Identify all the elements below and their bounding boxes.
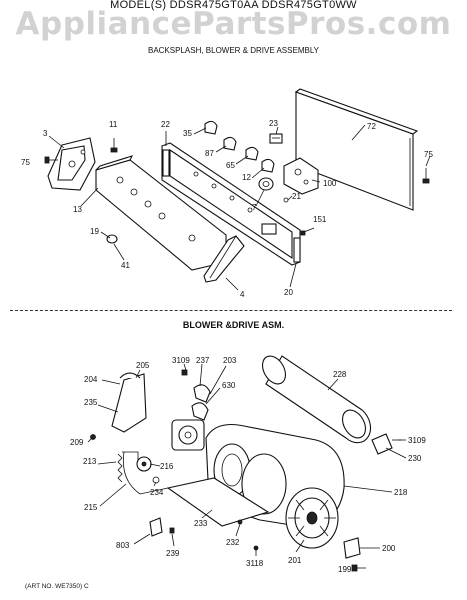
clip-65 [245, 146, 259, 161]
model-heading: MODEL(S) DDSR475GT0AA DDSR475GT0WW [110, 0, 357, 11]
lower-callouts: 205 204 235 3109 237 203 630 228 209 213… [70, 356, 426, 574]
callout-100: 100 [323, 179, 337, 188]
switch-230 [371, 433, 402, 455]
callout-3109-right: 3109 [408, 436, 426, 445]
screw-75-left [44, 156, 58, 164]
screw-3118 [253, 545, 259, 551]
duct-228 [261, 355, 372, 444]
idler-216 [136, 456, 152, 472]
clip-12 [261, 158, 275, 173]
lower-leader-lines [87, 363, 407, 556]
callout-213: 213 [83, 457, 97, 466]
callout-19: 19 [90, 227, 99, 236]
callout-234: 234 [150, 488, 164, 497]
callout-232: 232 [226, 538, 240, 547]
washer-234 [152, 476, 160, 484]
callout-65: 65 [226, 161, 235, 170]
base-233 [166, 477, 270, 527]
bracket-205 [111, 372, 147, 433]
callout-11: 11 [109, 120, 118, 129]
upper-callouts: 3 11 75 13 19 41 35 87 65 12 23 72 75 22… [21, 119, 433, 299]
clip-35 [204, 120, 218, 135]
callout-23: 23 [269, 119, 278, 128]
callout-200: 200 [382, 544, 396, 553]
callout-12: 12 [242, 173, 251, 182]
callout-3118: 3118 [246, 559, 264, 568]
callout-13: 13 [73, 205, 82, 214]
callout-215: 215 [84, 503, 98, 512]
callout-3109-top: 3109 [172, 356, 190, 365]
knob-7 [258, 177, 274, 191]
callout-7: 7 [252, 203, 257, 212]
callout-75-right: 75 [424, 150, 433, 159]
end-bracket-3 [47, 137, 96, 191]
upper-leader-lines [48, 124, 431, 291]
screw-11 [110, 138, 118, 153]
art-number: (ART NO. WE7350) C [25, 583, 89, 590]
bracket-200 [343, 537, 361, 559]
support-leg-4 [203, 235, 245, 283]
callout-233: 233 [194, 519, 208, 528]
callout-35: 35 [183, 129, 192, 138]
motor-630 [171, 419, 205, 451]
callout-203: 203 [223, 356, 237, 365]
callout-151: 151 [313, 215, 327, 224]
callout-72: 72 [367, 122, 376, 131]
callout-209: 209 [70, 438, 84, 447]
impeller-201 [285, 487, 339, 549]
callout-235: 235 [84, 398, 98, 407]
callout-237: 237 [196, 356, 210, 365]
part-21 [283, 197, 289, 203]
callout-199: 199 [338, 565, 352, 574]
callout-216: 216 [160, 462, 174, 471]
callout-239: 239 [166, 549, 180, 558]
screw-199 [351, 564, 366, 572]
backsplash-panel-72 [294, 88, 419, 211]
timer-100 [283, 157, 319, 195]
backsplash-frame-22 [161, 142, 301, 266]
assembly-title: BACKSPLASH, BLOWER & DRIVE ASSEMBLY [147, 46, 320, 55]
callout-803: 803 [116, 541, 130, 550]
screw-237 [181, 369, 188, 376]
callout-41-left: 41 [121, 261, 130, 270]
callout-201: 201 [288, 556, 302, 565]
callout-22: 22 [161, 120, 170, 129]
screw-232 [237, 519, 243, 525]
callout-87: 87 [205, 149, 214, 158]
clip-87 [223, 136, 237, 151]
screw-75-right [422, 168, 430, 184]
callout-230: 230 [408, 454, 422, 463]
callout-21: 21 [292, 192, 301, 201]
callout-4: 4 [240, 290, 245, 299]
clamp-203 [191, 384, 211, 421]
section-title-blower-drive: BLOWER &DRIVE ASM. [182, 320, 285, 330]
switch-23 [269, 133, 283, 144]
callout-630: 630 [222, 381, 236, 390]
control-panel-13 [95, 155, 227, 271]
knob-19 [106, 234, 118, 244]
callout-20: 20 [284, 288, 293, 297]
callout-3: 3 [43, 129, 48, 138]
belt-215 [122, 451, 169, 495]
callout-204: 204 [84, 375, 98, 384]
screw-151 [300, 227, 315, 236]
bracket-803 [149, 517, 163, 537]
callout-228: 228 [333, 370, 347, 379]
spring-213 [117, 451, 139, 483]
watermark: AppliancePartsPros.com [15, 6, 452, 42]
section-divider [10, 310, 452, 311]
callout-205: 205 [136, 361, 150, 370]
callout-75-left: 75 [21, 158, 30, 167]
screw-239 [169, 527, 175, 534]
callout-218: 218 [394, 488, 408, 497]
